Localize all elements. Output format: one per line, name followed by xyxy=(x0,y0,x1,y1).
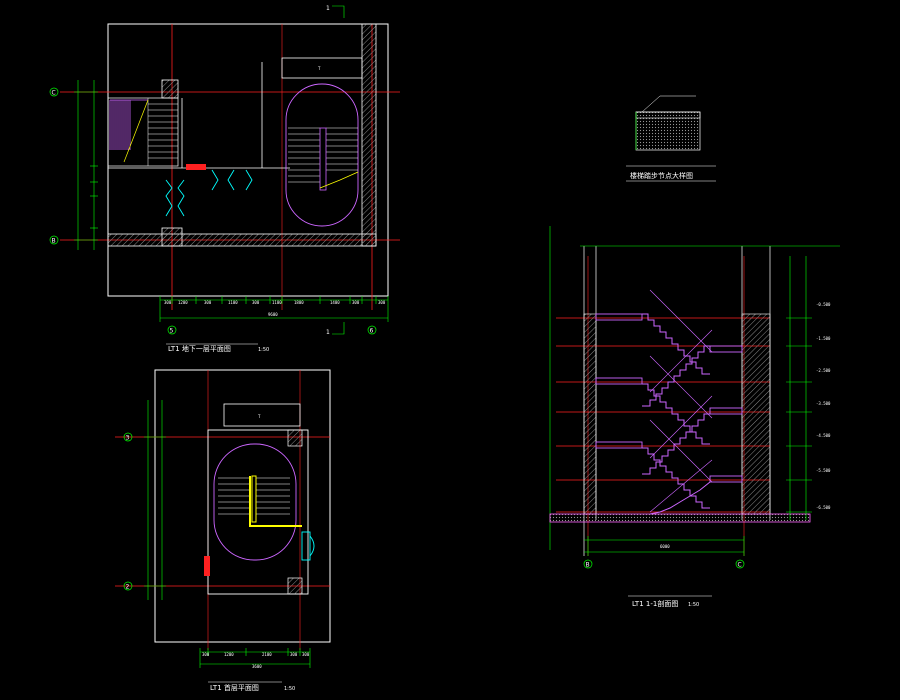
section-cut-mark: 1 xyxy=(326,329,330,336)
basement-plan-title: LT1 地下一层平面图 xyxy=(168,344,231,353)
ground-plan: T xyxy=(115,369,331,692)
section-elevation: -5.500 xyxy=(816,468,831,473)
grid-bubble-3: 3 xyxy=(126,435,130,442)
basement-plan: T xyxy=(49,5,400,353)
stair-section: -0.500 -1.500 -2.500 -3.500 -4.500 -5.50… xyxy=(549,226,840,608)
detail-title: 楼梯踏步节点大样图 xyxy=(630,171,693,180)
basement-plan-scale: 1:50 xyxy=(258,347,269,353)
ground-total-dim: 3600 xyxy=(252,664,262,669)
ground-dim: 300 xyxy=(290,652,298,657)
section-elevation: -2.500 xyxy=(816,368,831,373)
tread-detail: 楼梯踏步节点大样图 xyxy=(626,95,716,182)
grid-bubble-c: C xyxy=(52,90,56,97)
section-elevation: -4.500 xyxy=(816,433,831,438)
section-title: LT1 1-1剖面图 xyxy=(632,599,678,608)
grid-bubble-5: 5 xyxy=(170,328,174,335)
basement-dim: 1400 xyxy=(330,300,340,305)
ground-dim: 300 xyxy=(202,652,210,657)
svg-text:T: T xyxy=(257,414,261,419)
grid-bubble-2: 2 xyxy=(126,584,130,591)
section-elevation: -1.500 xyxy=(816,336,831,341)
basement-dim: 1800 xyxy=(294,300,304,305)
section-elevation: -0.500 xyxy=(816,302,831,307)
section-elevation: -3.500 xyxy=(816,401,831,406)
ground-dim: 2100 xyxy=(262,652,272,657)
ground-dim: 300 xyxy=(302,652,310,657)
basement-dim: 300 xyxy=(164,300,172,305)
basement-dim: 1200 xyxy=(178,300,188,305)
grid-bubble-b-section: B xyxy=(586,562,590,569)
basement-dim: 1100 xyxy=(228,300,238,305)
grid-bubble-c-section: C xyxy=(738,562,742,569)
basement-total-dim: 9600 xyxy=(268,312,278,317)
svg-text:T: T xyxy=(317,66,321,71)
basement-dim: 300 xyxy=(204,300,212,305)
ground-dim: 1200 xyxy=(224,652,234,657)
section-scale: 1:50 xyxy=(688,602,699,608)
basement-dim: 1100 xyxy=(272,300,282,305)
basement-dim: 300 xyxy=(352,300,360,305)
section-elevation: -6.500 xyxy=(816,505,831,510)
grid-bubble-6: 6 xyxy=(370,328,374,335)
ground-plan-title: LT1 首层平面图 xyxy=(210,683,259,692)
grid-bubble-b: B xyxy=(52,238,56,245)
section-cut-mark: 1 xyxy=(326,5,330,12)
basement-dim: 300 xyxy=(378,300,386,305)
ground-plan-scale: 1:50 xyxy=(284,686,295,692)
section-total-dim: 6000 xyxy=(660,544,670,549)
basement-dim: 300 xyxy=(252,300,260,305)
